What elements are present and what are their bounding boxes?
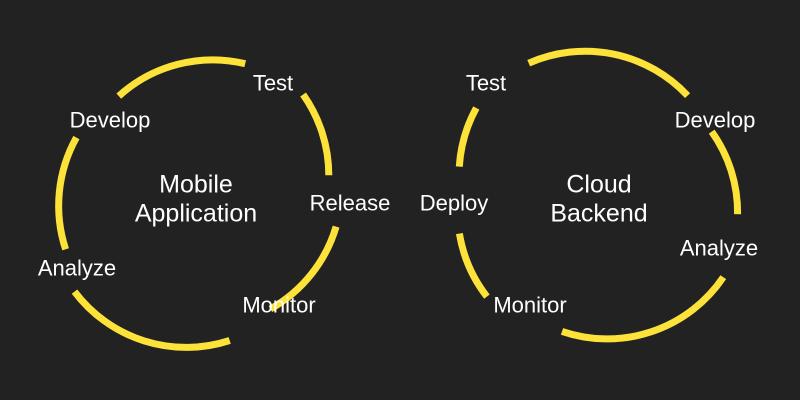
right-cycle-ring bbox=[455, 47, 742, 343]
right-cycle-title-line1: Cloud bbox=[566, 170, 632, 199]
left-stage-release: Release bbox=[309, 190, 391, 216]
left-ring-arc-test-release bbox=[300, 92, 333, 176]
right-stage-develop: Develop bbox=[674, 107, 756, 133]
left-stage-analyze: Analyze bbox=[37, 255, 117, 281]
left-cycle-title-line1: Mobile bbox=[159, 170, 233, 199]
right-ring-arc-analyze-monitor bbox=[560, 275, 727, 343]
right-stage-analyze: Analyze bbox=[679, 235, 759, 261]
left-ring-arc-analyze-develop bbox=[55, 135, 80, 251]
right-cycle-title-line2: Backend bbox=[550, 199, 648, 227]
left-cycle-title: Mobile Application bbox=[135, 170, 257, 228]
left-ring-arc-release-monitor bbox=[268, 225, 340, 313]
right-stage-monitor: Monitor bbox=[493, 292, 567, 318]
left-cycle-ring bbox=[55, 56, 340, 351]
left-ring-arc-develop-test bbox=[116, 56, 247, 99]
right-ring-arc-deploy-test bbox=[455, 106, 480, 167]
right-stage-test: Test bbox=[465, 70, 507, 96]
left-cycle-title-line2: Application bbox=[134, 199, 258, 227]
left-stage-test: Test bbox=[252, 70, 294, 96]
right-ring-arc-test-develop bbox=[527, 47, 691, 98]
left-stage-monitor: Monitor bbox=[242, 292, 316, 318]
right-stage-deploy: Deploy bbox=[419, 190, 489, 216]
right-ring-arc-monitor-deploy bbox=[455, 232, 490, 299]
right-ring-arc-develop-analyze bbox=[708, 129, 742, 215]
left-ring-arc-monitor-analyze bbox=[71, 289, 231, 351]
left-stage-develop: Develop bbox=[69, 107, 151, 133]
right-cycle-title: Cloud Backend bbox=[550, 170, 647, 228]
